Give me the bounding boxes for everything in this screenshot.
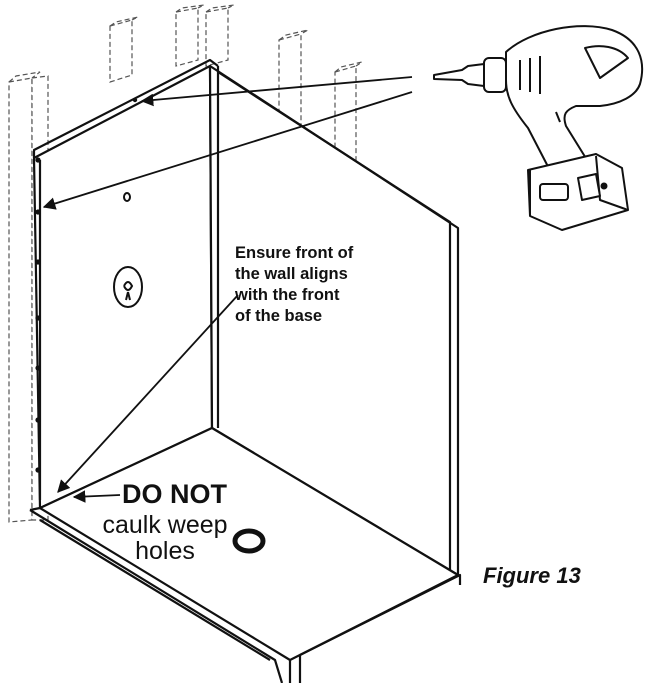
valve-fixture: [113, 192, 143, 308]
drill-icon: [433, 25, 644, 231]
screw-holes: [35, 97, 138, 473]
weep-hole-ring-icon: [232, 528, 266, 554]
warning-heading: DO NOT: [122, 479, 227, 509]
callout-line-2: the wall aligns: [235, 265, 348, 283]
callout-line-1: Ensure front of: [235, 244, 354, 262]
warning-line-2: holes: [135, 537, 195, 565]
alignment-callout: Ensure front of the wall aligns with the…: [235, 243, 435, 327]
shower-enclosure: [29, 58, 462, 683]
callout-line-4: of the base: [235, 307, 323, 325]
warning-text: caulk weep holes: [80, 512, 250, 564]
figure-label: Figure 13: [483, 563, 581, 588]
arrow-icon: [42, 76, 413, 503]
callout-line-3: with the front: [235, 286, 340, 304]
warning-line-1: caulk weep: [102, 511, 228, 539]
